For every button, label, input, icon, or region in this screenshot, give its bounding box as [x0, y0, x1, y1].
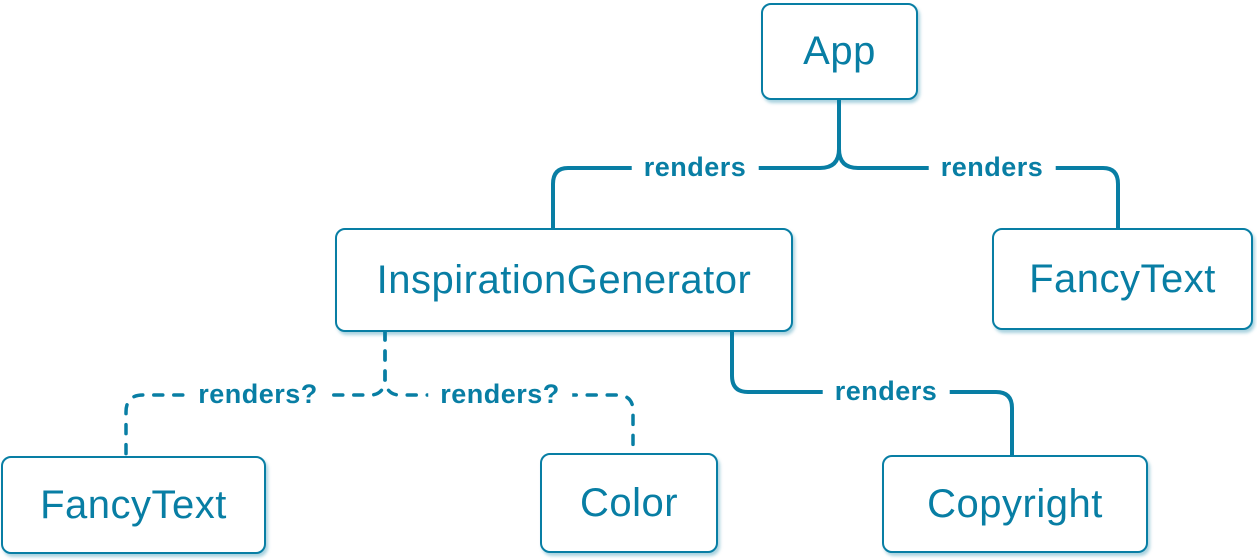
node-copyright: Copyright — [882, 455, 1148, 553]
edge-label-renders-question-right: renders? — [428, 379, 572, 410]
node-app: App — [761, 3, 918, 100]
node-fancy-text-top: FancyText — [992, 228, 1253, 330]
node-fancy-text-bottom: FancyText — [1, 456, 266, 554]
node-inspiration-generator: InspirationGenerator — [335, 228, 793, 332]
node-color: Color — [540, 453, 718, 553]
edge-label-renders-right: renders — [928, 152, 1056, 183]
edge-label-renders-copyright: renders — [822, 376, 950, 407]
edge-label-renders-left: renders — [631, 152, 759, 183]
edge-label-renders-question-left: renders? — [186, 379, 330, 410]
